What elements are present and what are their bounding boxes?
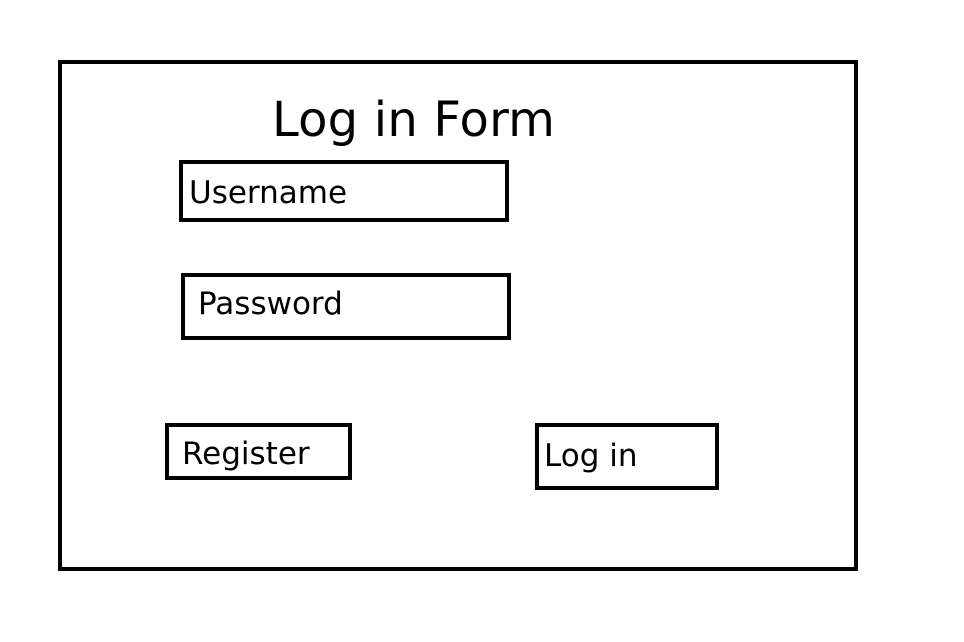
username-field[interactable]: Username bbox=[179, 160, 509, 222]
password-field[interactable]: Password bbox=[181, 273, 511, 340]
form-title: Log in Form bbox=[272, 92, 556, 148]
register-button-label: Register bbox=[182, 436, 310, 472]
login-button[interactable]: Log in bbox=[535, 423, 719, 490]
password-placeholder: Password bbox=[198, 286, 343, 322]
username-placeholder: Username bbox=[189, 175, 348, 211]
login-form-frame bbox=[58, 60, 858, 571]
login-button-label: Log in bbox=[544, 438, 638, 474]
register-button[interactable]: Register bbox=[165, 423, 352, 480]
